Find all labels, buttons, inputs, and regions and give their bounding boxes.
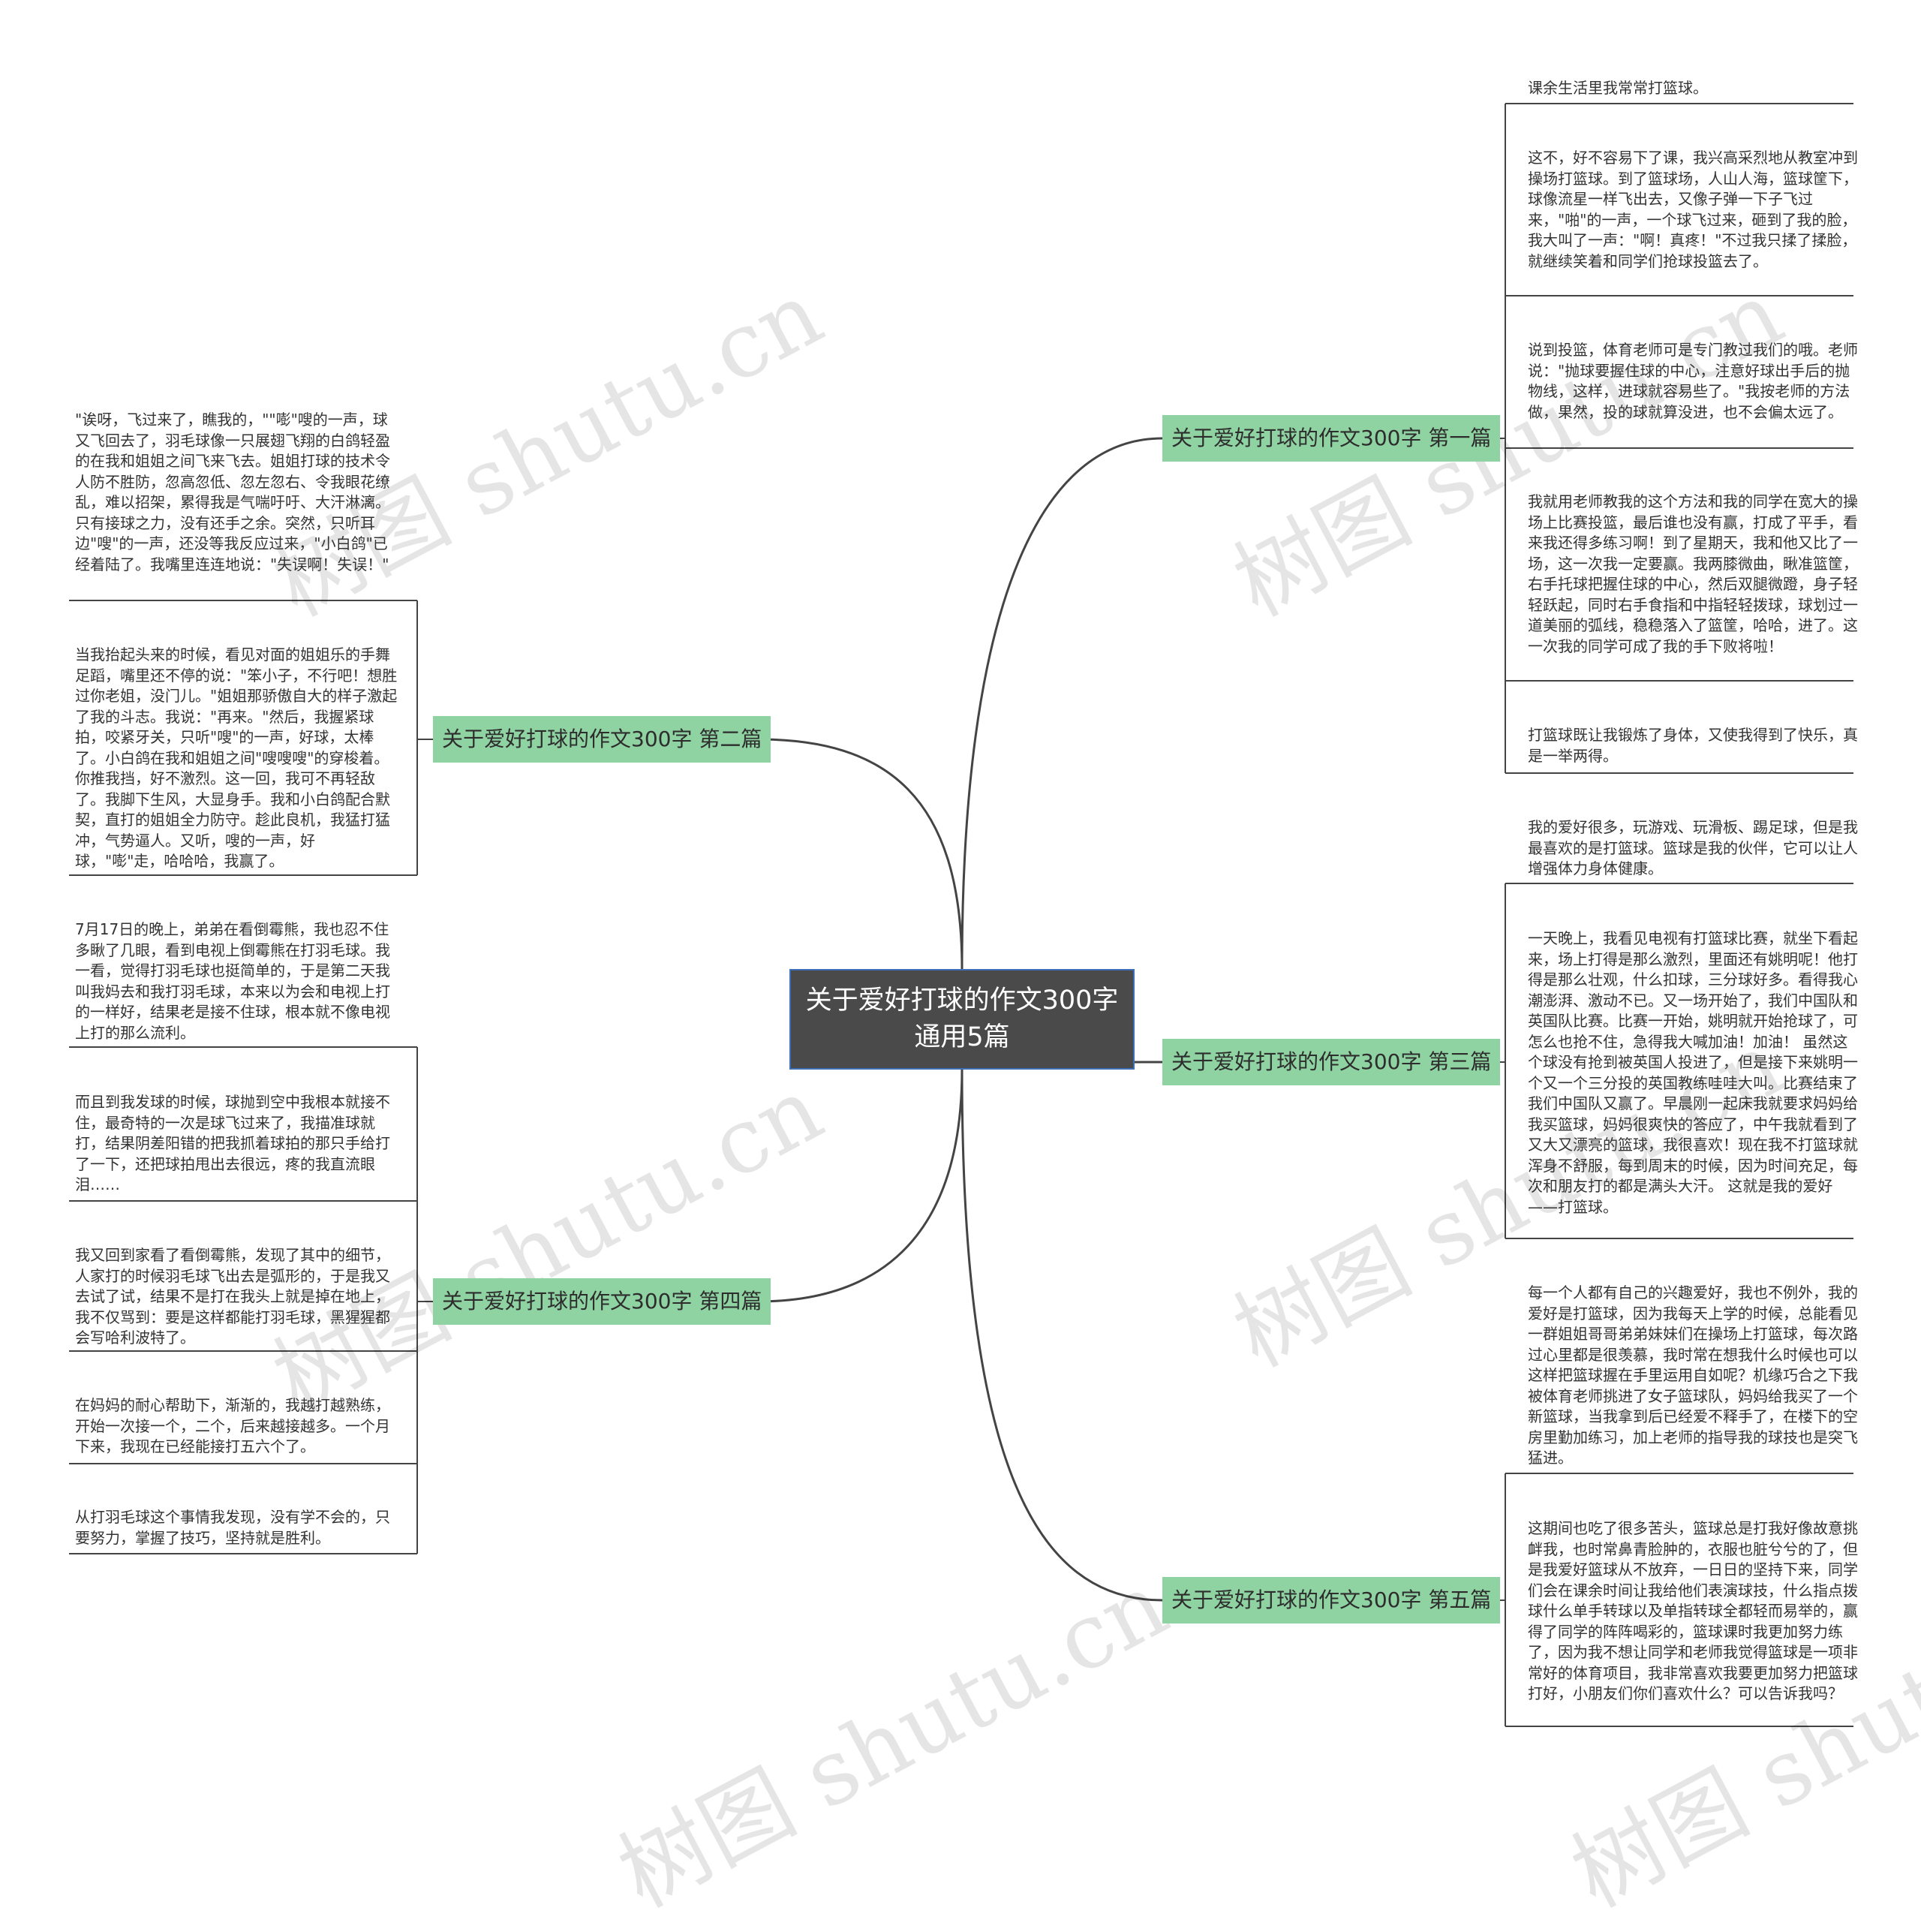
- branch-4[interactable]: 关于爱好打球的作文300字 第四篇: [433, 1278, 771, 1325]
- branch-1[interactable]: 关于爱好打球的作文300字 第一篇: [1162, 415, 1501, 462]
- connector-root-branch-1: [960, 437, 1163, 970]
- leaf-b4-5: 从打羽毛球这个事情我发现，没有学不会的，只要努力，掌握了技巧，坚持就是胜利。: [75, 1508, 390, 1547]
- root-topic-label: 关于爱好打球的作文300字通用5篇: [805, 986, 1119, 1052]
- connector-layer: [69, 103, 1853, 1727]
- branch-2[interactable]: 关于爱好打球的作文300字 第二篇: [433, 716, 771, 763]
- leaf-b4-4: 在妈妈的耐心帮助下，渐渐的，我越打越熟练，开始一次接一个，二个，后来越接越多。一…: [75, 1396, 390, 1455]
- connector-root-branch-2: [757, 738, 964, 970]
- leaf-b2-1: "诶呀，飞过来了，瞧我的，""嘭"嗖的一声，球又飞回去了，羽毛球像一只展翅飞翔的…: [75, 411, 390, 573]
- leaf-b1-1: 课余生活里我常常打篮球。: [1528, 79, 1708, 97]
- leaf-b3-2: 一天晚上，我看见电视有打篮球比赛，就坐下看起来，场上打得是那么激烈，里面还有姚明…: [1528, 929, 1858, 1216]
- leaf-b4-2: 而且到我发球的时候，球抛到空中我根本就接不住，最奇特的一次是球飞过来了，我描准球…: [75, 1093, 390, 1193]
- connector-root-branch-4: [757, 1069, 964, 1303]
- leaf-b5-1: 每一个人都有自己的兴趣爱好，我也不例外，我的爱好是打篮球，因为我每天上学的时候，…: [1528, 1283, 1858, 1467]
- leaf-b4-3: 我又回到家看了看倒霉熊，发现了其中的细节，人家打的时候羽毛球飞出去是弧形的，于是…: [75, 1246, 390, 1347]
- leaf-b3-1: 我的爱好很多，玩游戏、玩滑板、踢足球，但是我最喜欢的是打篮球。篮球是我的伙伴，它…: [1528, 818, 1858, 877]
- leaf-b2-2: 当我抬起头来的时候，看见对面的姐姐乐的手舞足蹈，嘴里还不停的说："笨小子，不行吧…: [75, 646, 398, 870]
- leaf-b1-2: 这不，好不容易下了课，我兴高采烈地从教室冲到操场打篮球。到了篮球场，人山人海，篮…: [1528, 149, 1858, 270]
- branch-5[interactable]: 关于爱好打球的作文300字 第五篇: [1162, 1577, 1501, 1624]
- leaf-b5-2: 这期间也吃了很多苦头，篮球总是打我好像故意挑衅我，也时常鼻青脸肿的，衣服也脏兮兮…: [1528, 1519, 1858, 1702]
- leaf-b1-4: 我就用老师教我的这个方法和我的同学在宽大的操场上比赛投篮，最后谁也没有赢，打成了…: [1528, 492, 1858, 655]
- leaf-b1-3: 说到投篮，体育老师可是专门教过我们的哦。老师说："抛球要握住球的中心，注意好球出…: [1528, 341, 1858, 421]
- leaf-b1-5: 打篮球既让我锻炼了身体，又使我得到了快乐，真是一举两得。: [1528, 726, 1858, 765]
- branch-3[interactable]: 关于爱好打球的作文300字 第三篇: [1162, 1039, 1501, 1085]
- connector-root-branch-5: [960, 1069, 1163, 1602]
- root-topic[interactable]: 关于爱好打球的作文300字通用5篇: [789, 969, 1135, 1070]
- leaf-b4-1: 7月17日的晚上，弟弟在看倒霉熊，我也忍不住多瞅了几眼，看到电视上倒霉熊在打羽毛…: [75, 920, 390, 1042]
